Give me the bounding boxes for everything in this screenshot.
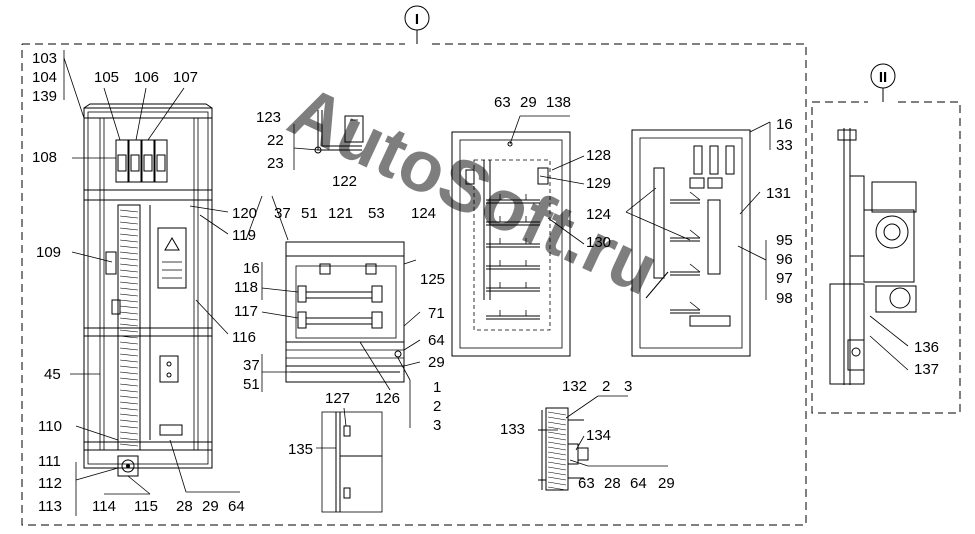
door-panel-2-drawing — [631, 129, 751, 357]
part-label: 63 — [578, 475, 595, 492]
part-label: 28 — [604, 475, 621, 492]
part-label: 116 — [232, 329, 256, 346]
part-label: 53 — [368, 205, 385, 222]
part-labels: 103 104 139 105 106 107 108 109 45 110 1… — [32, 50, 939, 515]
part-label: 16 — [776, 116, 793, 133]
part-label: 45 — [44, 366, 61, 383]
part-label: 51 — [243, 376, 260, 393]
part-label: 117 — [234, 303, 258, 320]
part-label: 133 — [500, 421, 525, 438]
part-label: 132 — [562, 378, 587, 395]
part-label: 139 — [32, 88, 57, 105]
part-label: 37 — [243, 357, 260, 374]
part-label: 23 — [267, 155, 284, 172]
part-label: 97 — [776, 270, 793, 287]
view-2-frame: II — [811, 63, 961, 414]
detail-135-drawing — [321, 411, 383, 513]
part-label: 33 — [776, 137, 793, 154]
part-label: 115 — [134, 498, 158, 515]
part-label: 105 — [94, 69, 119, 86]
part-label: 113 — [38, 498, 62, 515]
part-label: 64 — [630, 475, 647, 492]
part-label: 124 — [411, 205, 436, 222]
part-label: 107 — [173, 69, 198, 86]
part-label: 130 — [586, 234, 611, 251]
part-label: 96 — [776, 251, 793, 268]
part-label: 63 — [494, 94, 511, 111]
part-label: 1 — [433, 379, 441, 396]
part-label: 64 — [428, 332, 445, 349]
part-label: 2 — [433, 398, 441, 415]
part-label: 122 — [332, 173, 357, 190]
part-label: 28 — [176, 498, 193, 515]
middle-panel-drawing — [285, 241, 405, 383]
part-label: 29 — [520, 94, 537, 111]
leader-lines — [63, 50, 909, 516]
left-cabinet-drawing — [83, 103, 213, 477]
door-panel-1-drawing — [451, 131, 571, 357]
part-label: 136 — [914, 339, 939, 356]
part-label: 2 — [602, 378, 610, 395]
part-label: 138 — [546, 94, 571, 111]
part-label: 51 — [301, 205, 318, 222]
view-2-label: II — [879, 69, 887, 86]
view-1-frame: I — [21, 5, 807, 526]
part-label: 131 — [766, 185, 791, 202]
part-label: 71 — [428, 305, 445, 322]
part-label: 98 — [776, 290, 793, 307]
part-label: 114 — [92, 498, 116, 515]
part-label: 37 — [274, 205, 291, 222]
view-1-label: I — [415, 11, 419, 28]
part-label: 29 — [658, 475, 675, 492]
part-label: 119 — [232, 227, 256, 244]
part-label: 134 — [586, 427, 611, 444]
part-label: 118 — [234, 279, 258, 296]
part-label: 3 — [624, 378, 632, 395]
part-label: 123 — [256, 109, 281, 126]
part-label: 29 — [202, 498, 219, 515]
part-label: 137 — [914, 361, 939, 378]
part-label: 103 — [32, 50, 57, 67]
part-label: 112 — [38, 475, 62, 492]
part-label: 29 — [428, 354, 445, 371]
part-label: 111 — [38, 453, 61, 470]
part-label: 124 — [586, 206, 611, 223]
part-label: 120 — [232, 205, 257, 222]
part-label: 106 — [134, 69, 159, 86]
part-label: 104 — [32, 69, 57, 86]
part-label: 129 — [586, 175, 611, 192]
part-label: 95 — [776, 232, 793, 249]
part-label: 128 — [586, 147, 611, 164]
view-2-drawing — [829, 128, 917, 385]
part-label: 108 — [32, 149, 57, 166]
detail-133-drawing — [538, 407, 589, 491]
part-label: 3 — [433, 417, 441, 434]
part-label: 135 — [288, 441, 313, 458]
part-label: 22 — [267, 132, 284, 149]
part-label: 64 — [228, 498, 245, 515]
part-label: 126 — [375, 390, 400, 407]
part-label: 16 — [243, 260, 260, 277]
part-label: 127 — [325, 390, 350, 407]
part-label: 110 — [38, 418, 62, 435]
part-label: 109 — [36, 244, 61, 261]
part-label: 121 — [328, 205, 353, 222]
part-label: 125 — [420, 271, 445, 288]
